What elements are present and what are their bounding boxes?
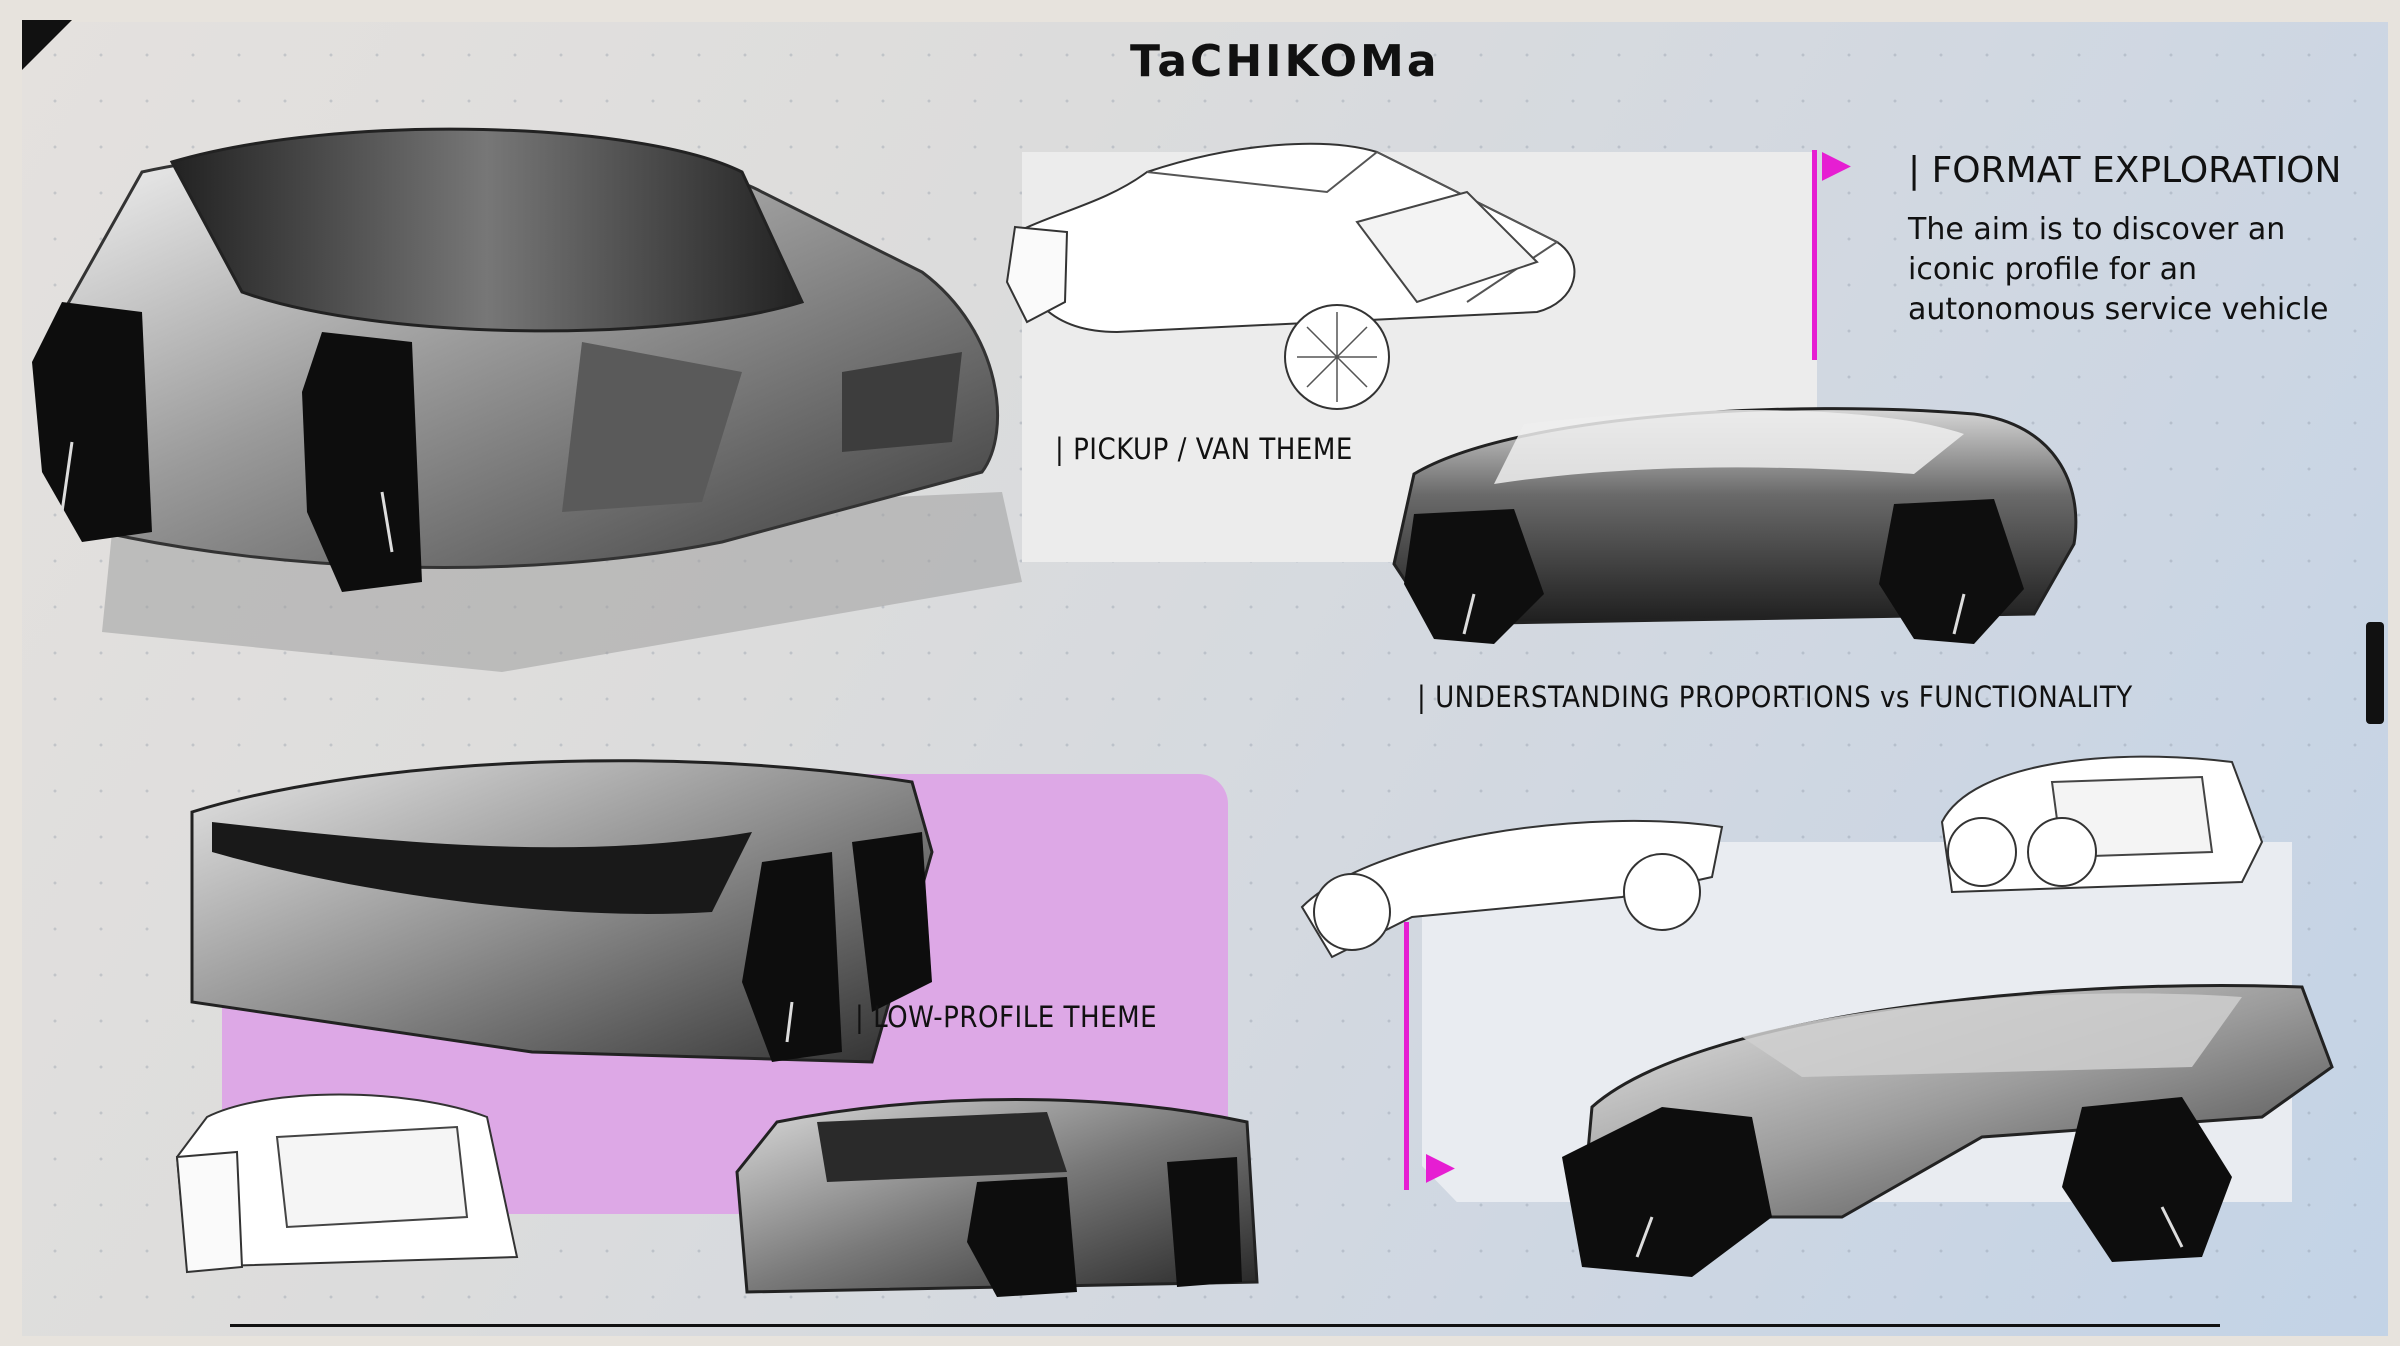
play-arrow-icon — [1426, 1154, 1455, 1183]
board-title: TaCHIKOMa — [1130, 36, 1440, 87]
car-render-compact — [735, 1098, 1259, 1297]
car-sketch-low-profile — [175, 1093, 519, 1274]
bottom-rule — [230, 1324, 2220, 1327]
car-render-low-profile-large — [190, 759, 934, 1064]
format-description-line: iconic profile for an — [1908, 252, 2198, 287]
car-sketch-proportions-2 — [1940, 755, 2264, 894]
format-description-line: autonomous service vehicle — [1908, 292, 2329, 327]
flag-marker-icon — [1822, 152, 1851, 181]
low-profile-label: | LOW-PROFILE THEME — [855, 1000, 1158, 1034]
format-heading: | FORMAT EXPLORATION — [1908, 150, 2342, 191]
accent-vertical-line-bottom — [1404, 922, 1409, 1190]
pickup-van-label: | PICKUP / VAN THEME — [1055, 432, 1353, 466]
car-render-proportions-large — [1562, 984, 2334, 1277]
proportions-label: | UNDERSTANDING PROPORTIONS vs FUNCTIONA… — [1417, 680, 2133, 714]
format-description-line: The aim is to discover an — [1908, 212, 2286, 247]
accent-vertical-line-top — [1812, 150, 1817, 360]
design-board — [22, 22, 2388, 1336]
format-description: The aim is to discover an iconic profile… — [1908, 210, 2368, 330]
car-sketch-proportions-1 — [1300, 819, 1724, 959]
car-render-suv-large — [32, 127, 1022, 672]
car-render-van — [1392, 407, 2078, 644]
car-sketch-pickup — [1005, 142, 1576, 410]
scroll-handle[interactable] — [2366, 622, 2384, 724]
corner-triangle-icon — [22, 20, 72, 70]
